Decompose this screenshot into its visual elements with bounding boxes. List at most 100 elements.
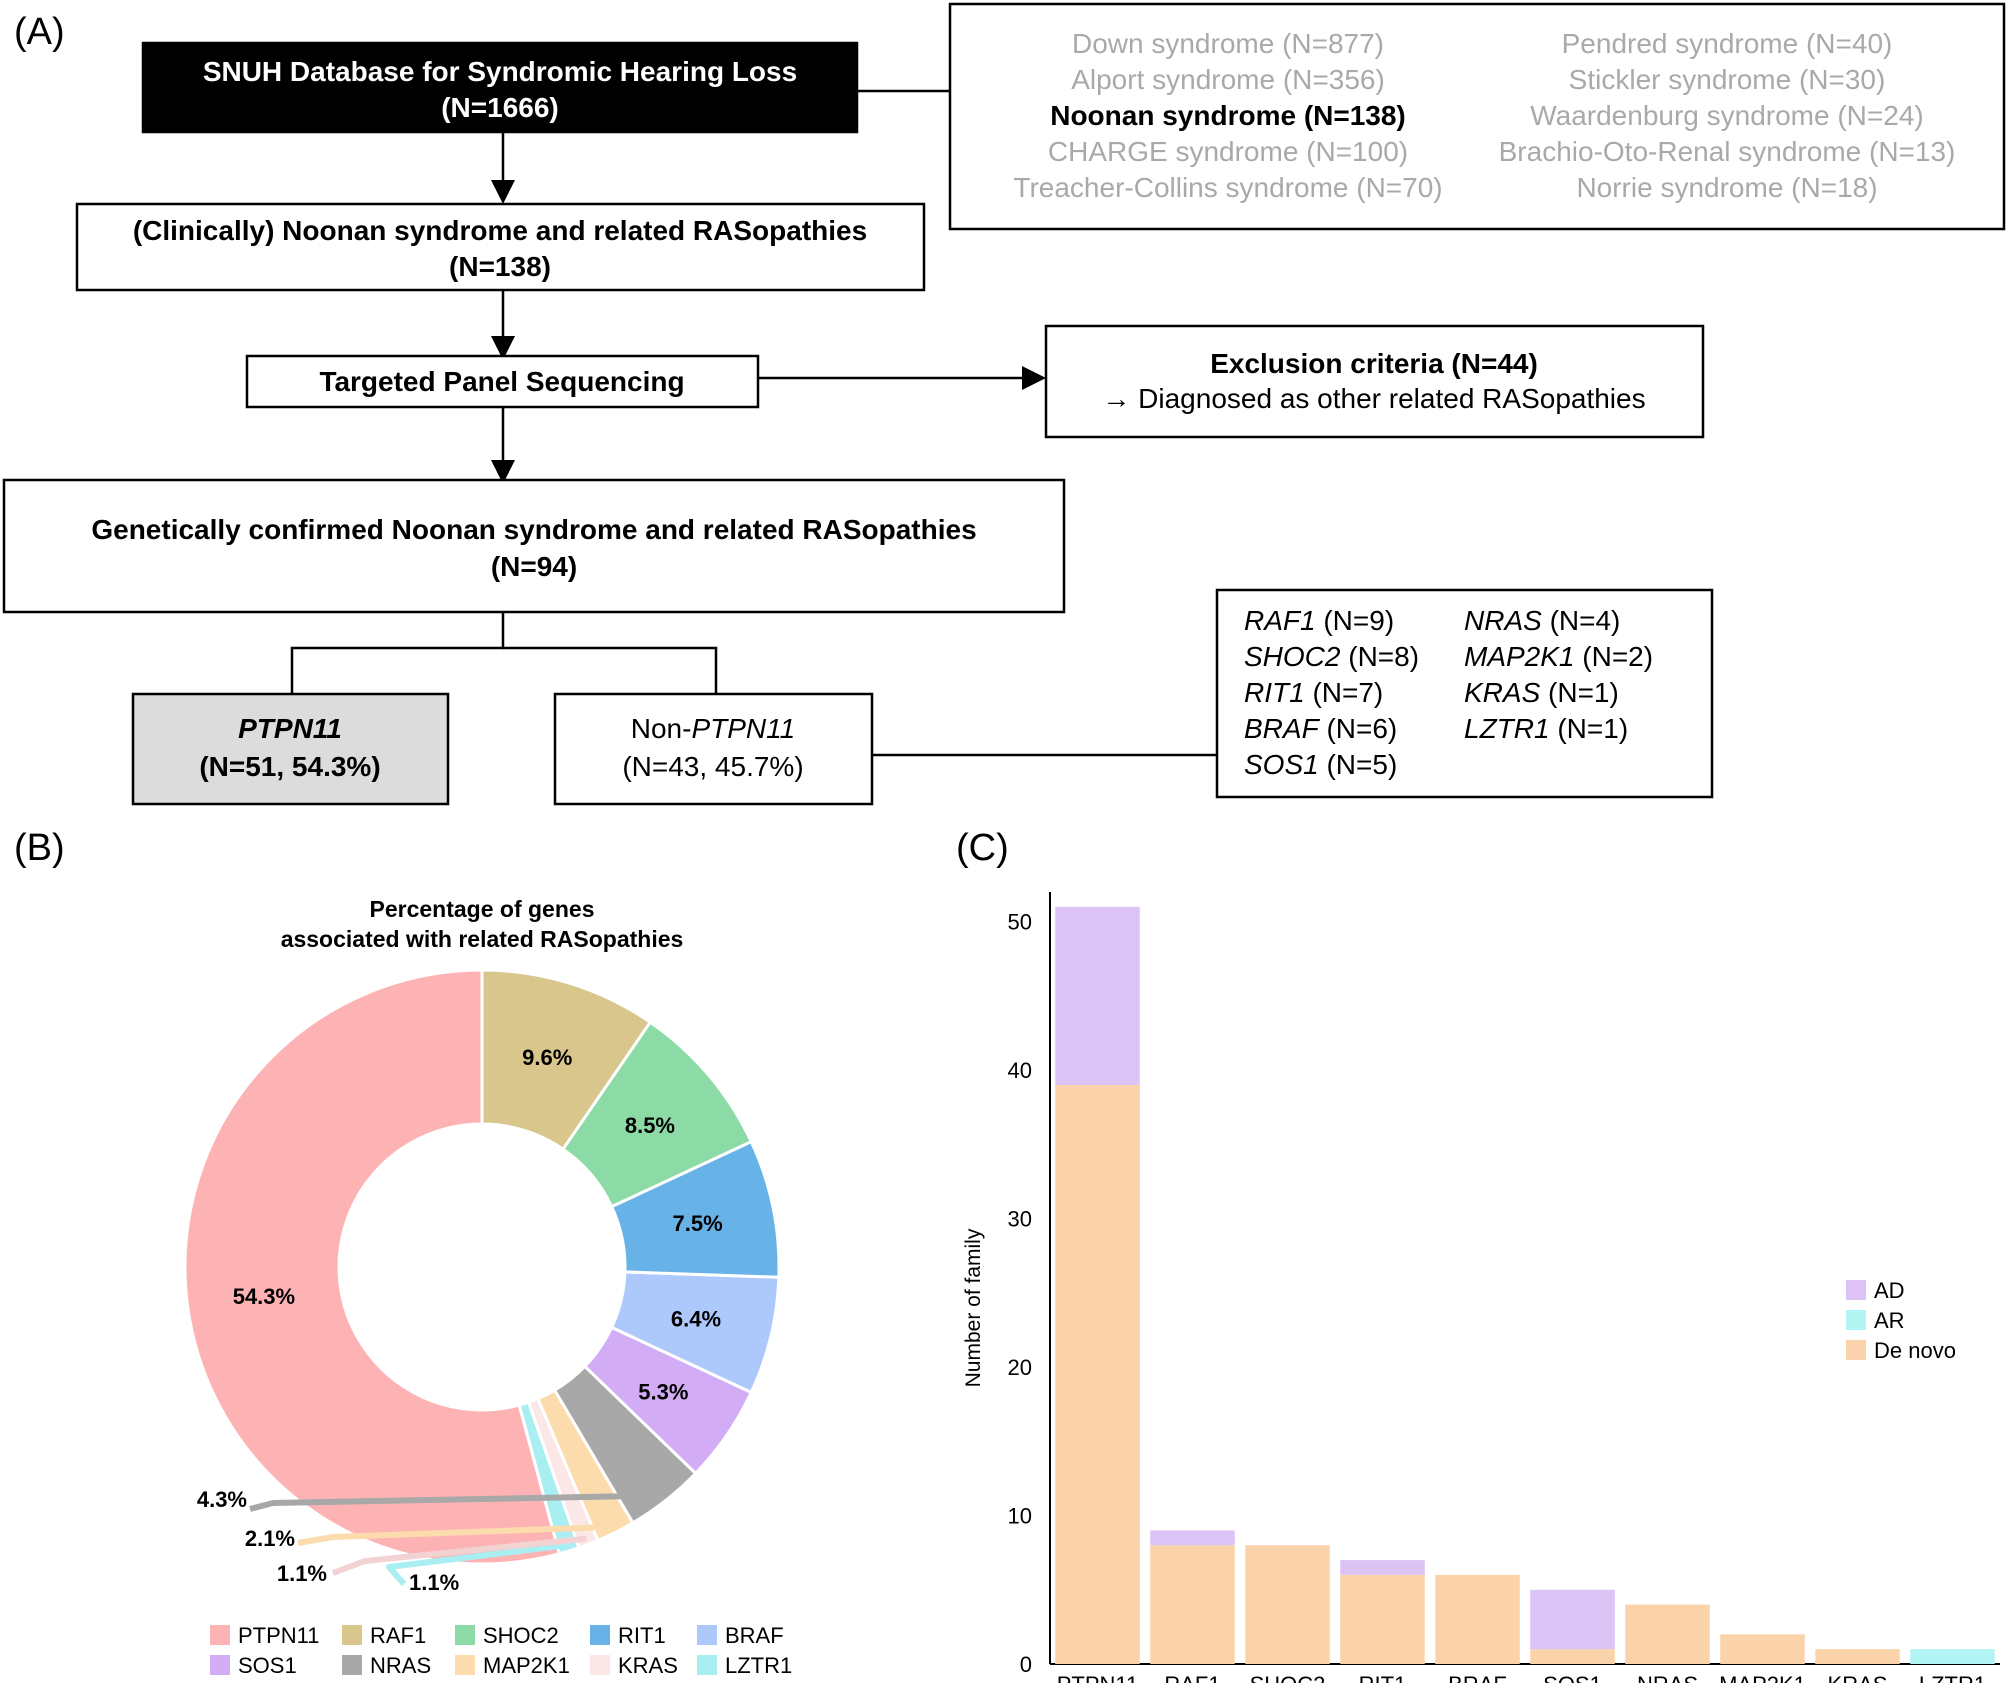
x-tick-rit1: RIT1: [1359, 1672, 1407, 1683]
syndrome-item: Norrie syndrome (N=18): [1576, 172, 1877, 203]
donut-label-lztr1: 1.1%: [409, 1570, 459, 1595]
non-ptpn11-gene: PTPN11: [691, 713, 795, 744]
donut-slices: [183, 968, 781, 1566]
sequencing-box: Targeted Panel Sequencing: [245, 354, 760, 409]
database-box: SNUH Database for Syndromic Hearing Loss…: [141, 41, 859, 134]
bar-legend-label-de-novo: De novo: [1874, 1338, 1956, 1363]
donut-label-rit1: 7.5%: [673, 1211, 723, 1236]
x-tick-raf1: RAF1: [1164, 1672, 1220, 1683]
legend-label-lztr1: LZTR1: [725, 1653, 792, 1678]
legend-swatch-map2k1: [455, 1655, 475, 1675]
x-tick-sos1: SOS1: [1543, 1672, 1602, 1683]
gene-count: (N=1): [1550, 713, 1629, 744]
donut-leader-kras: [331, 1535, 587, 1576]
gene-count: (N=8): [1340, 641, 1419, 672]
gene-count: (N=2): [1575, 641, 1654, 672]
legend-label-map2k1: MAP2K1: [483, 1653, 570, 1678]
clinical-box-title: (Clinically) Noonan syndrome and related…: [133, 215, 867, 246]
donut-label-nras: 4.3%: [197, 1487, 247, 1512]
legend-label-shoc2: SHOC2: [483, 1623, 559, 1648]
syndrome-list-box: Down syndrome (N=877)Alport syndrome (N=…: [948, 2, 2006, 231]
donut-label-shoc2: 8.5%: [625, 1113, 675, 1138]
legend-label-nras: NRAS: [370, 1653, 431, 1678]
panel-a-letter: (A): [14, 11, 65, 53]
gene-list-box: RAF1 (N=9)SHOC2 (N=8)RIT1 (N=7)BRAF (N=6…: [1215, 588, 1714, 799]
arrow-head-3: [491, 460, 515, 484]
donut-label-raf1: 9.6%: [522, 1045, 572, 1070]
bar-raf1-de-novo: [1150, 1545, 1235, 1664]
y-axis-label: Number of family: [962, 1228, 985, 1387]
bar-map2k1-de-novo: [1720, 1634, 1805, 1664]
bar-sos1-ad: [1530, 1589, 1615, 1650]
x-tick-braf: BRAF: [1448, 1672, 1507, 1683]
gene-name: LZTR1: [1464, 713, 1550, 744]
gene-count-item: SOS1 (N=5): [1244, 749, 1397, 780]
donut-label-ptpn11: 54.3%: [233, 1284, 295, 1309]
syndrome-item: Treacher-Collins syndrome (N=70): [1013, 172, 1442, 203]
bar-shoc2-de-novo: [1245, 1545, 1330, 1664]
bar-braf-de-novo: [1435, 1574, 1520, 1664]
x-tick-shoc2: SHOC2: [1250, 1672, 1326, 1683]
bar-rit1-de-novo: [1340, 1574, 1425, 1664]
syndrome-item: Brachio-Oto-Renal syndrome (N=13): [1499, 136, 1956, 167]
legend-label-braf: BRAF: [725, 1623, 784, 1648]
donut-leader-map2k1: [297, 1523, 614, 1546]
gene-count: (N=9): [1316, 605, 1395, 636]
x-tick-kras: KRAS: [1828, 1672, 1888, 1683]
y-tick-20: 20: [1008, 1355, 1032, 1380]
legend-swatch-sos1: [210, 1655, 230, 1675]
syndrome-list-left: Down syndrome (N=877)Alport syndrome (N=…: [1013, 28, 1442, 203]
x-tick-lztr1: LZTR1: [1919, 1672, 1986, 1683]
confirmed-box-title: Genetically confirmed Noonan syndrome an…: [91, 514, 976, 545]
ptpn11-box-gene: PTPN11: [238, 713, 342, 744]
gene-count-item: KRAS (N=1): [1464, 677, 1619, 708]
donut-label-map2k1: 2.1%: [245, 1526, 295, 1551]
legend-swatch-rit1: [590, 1625, 610, 1645]
legend-swatch-braf: [697, 1625, 717, 1645]
database-box-count: (N=1666): [441, 92, 559, 123]
non-ptpn11-box-title: Non-PTPN11: [631, 713, 795, 744]
x-tick-map2k1: MAP2K1: [1719, 1672, 1806, 1683]
syndrome-item: Pendred syndrome (N=40): [1562, 28, 1893, 59]
gene-count: (N=5): [1319, 749, 1398, 780]
gene-count: (N=7): [1305, 677, 1384, 708]
legend-swatch-raf1: [342, 1625, 362, 1645]
syndrome-item: Noonan syndrome (N=138): [1050, 100, 1406, 131]
donut-label-braf: 6.4%: [671, 1306, 721, 1331]
donut-slice-raf1: [480, 968, 653, 1152]
panel-c-bar-chart: (C) PTPN11RAF1SHOC2RIT1BRAFSOS1NRASMAP2K…: [956, 827, 2000, 1683]
y-tick-50: 50: [1008, 910, 1032, 935]
gene-list-rect: [1215, 588, 1714, 799]
legend-swatch-kras: [590, 1655, 610, 1675]
donut-labels: 54.3%5.3%6.4%7.5%8.5%9.6%1.1%1.1%2.1%4.3…: [197, 1045, 723, 1595]
panel-b-donut-chart: (B) Percentage of genes associated with …: [14, 827, 792, 1678]
legend-swatch-nras: [342, 1655, 362, 1675]
legend-label-ptpn11: PTPN11: [238, 1623, 320, 1648]
bar-raf1-ad: [1150, 1530, 1235, 1546]
sequencing-box-rect: [245, 354, 760, 409]
donut-title-line-2: associated with related RASopathies: [281, 926, 684, 952]
database-box-title: SNUH Database for Syndromic Hearing Loss: [203, 56, 797, 87]
gene-list-right: NRAS (N=4) MAP2K1 (N=2) KRAS (N=1) LZTR1 (N…: [1464, 605, 1653, 744]
donut-leader-nras: [249, 1492, 663, 1512]
clinical-box-rect: [75, 202, 926, 292]
gene-count-item: NRAS (N=4): [1464, 605, 1620, 636]
flow-connectors: [290, 89, 1217, 757]
legend-swatch-lztr1: [697, 1655, 717, 1675]
panel-a-flowchart: (A) SNUH Database for Syndromic Hearing …: [2, 2, 2006, 806]
y-tick-0: 0: [1020, 1652, 1032, 1677]
gene-count-item: MAP2K1 (N=2): [1464, 641, 1653, 672]
panel-c-letter: (C): [956, 827, 1009, 869]
bar-nras-de-novo: [1625, 1604, 1710, 1664]
donut-title-line-1: Percentage of genes: [370, 896, 595, 922]
non-ptpn11-prefix: Non-: [631, 713, 692, 744]
syndrome-list-rect: [948, 2, 2006, 231]
exclusion-box-rect: [1044, 324, 1705, 439]
non-ptpn11-box: Non-PTPN11 (N=43, 45.7%): [553, 692, 874, 806]
panel-b-letter: (B): [14, 827, 65, 869]
donut-label-kras: 1.1%: [277, 1561, 327, 1586]
gene-name: SHOC2: [1244, 641, 1341, 672]
bar-ptpn11-ad: [1055, 906, 1140, 1085]
